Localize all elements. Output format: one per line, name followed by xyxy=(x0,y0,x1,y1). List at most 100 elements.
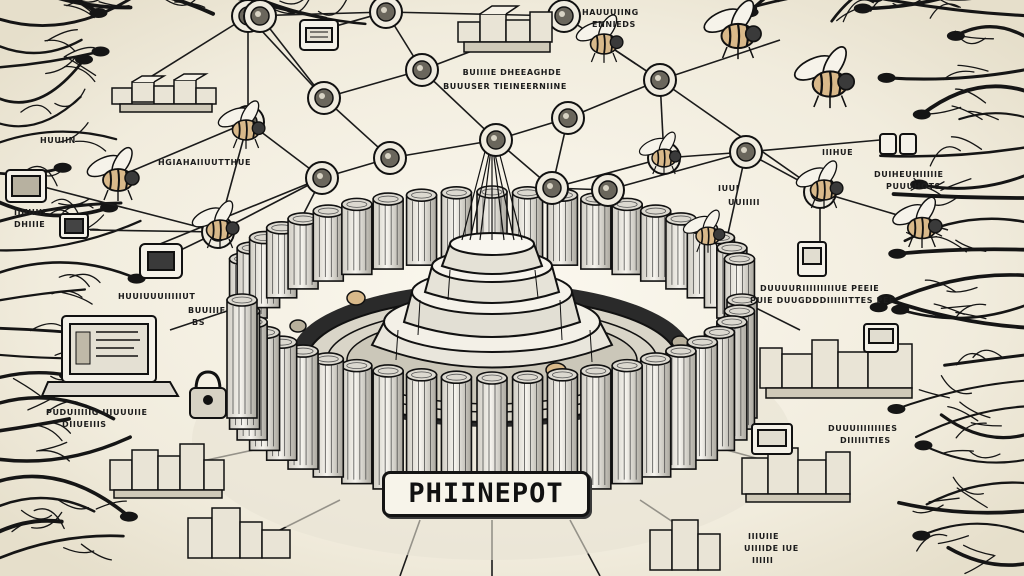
tendril-icon xyxy=(0,38,83,55)
label-right-middle-2: PUIE DUUGDDDIIIIIITTES PEE xyxy=(750,296,896,305)
tendril-icon xyxy=(58,0,133,10)
bee-icon xyxy=(86,146,140,201)
tendril-icon xyxy=(0,417,71,433)
label-right-upper-b-1: DUIHEUHIIIIIE xyxy=(874,170,944,179)
tendril-icon xyxy=(939,413,1024,440)
network-node-icon xyxy=(551,101,585,135)
tendril-icon xyxy=(922,444,1024,464)
network-node-icon xyxy=(307,81,341,115)
tendril-icon xyxy=(0,219,142,252)
label-left-bottom-2: DIIUEIIIS xyxy=(62,420,107,429)
label-right-lower-1: DUUUIIIIIIIIES xyxy=(828,424,898,433)
tendril-icon xyxy=(897,500,1024,515)
tendril-icon xyxy=(0,534,125,560)
label-left-monitor: HUUIUUUIIIIIUT xyxy=(118,292,196,301)
fence-post xyxy=(405,188,438,266)
tendril-icon xyxy=(958,112,1024,121)
fence-post xyxy=(312,204,345,282)
network-node-icon xyxy=(643,63,677,97)
network-node-icon xyxy=(547,0,581,33)
tendril-icon xyxy=(746,0,789,10)
tendril-icon xyxy=(895,379,1024,410)
tendril-icon xyxy=(0,200,111,218)
bees xyxy=(86,0,943,253)
bee-icon xyxy=(795,160,844,209)
tendril-icon xyxy=(884,297,1024,330)
tendril-icon xyxy=(891,192,1024,200)
label-center-right-2: UUIIIII xyxy=(728,198,761,207)
tendril-icon xyxy=(919,84,1024,117)
label-top-center-2: BUUUSER TIEINEERNIINE xyxy=(443,82,567,91)
label-top-right-2: ENNIEDS xyxy=(592,20,636,29)
tendril-icon xyxy=(0,474,131,519)
label-bottom-right-2: UIIIIDE IUE xyxy=(744,544,799,553)
tendril-icon xyxy=(895,247,1024,256)
label-laptop-side-2: BS xyxy=(192,318,206,327)
fountain-icon xyxy=(370,139,614,369)
tendril-icon xyxy=(170,0,216,16)
fence-post xyxy=(580,364,612,490)
fence-post xyxy=(611,197,643,276)
tendril-icon xyxy=(0,58,86,104)
network-node-icon xyxy=(535,171,569,205)
label-top-center-1: BUIIIIE DHEEAGHDE xyxy=(462,68,562,77)
tendril-icon xyxy=(914,405,1024,439)
data-cubes-icon xyxy=(109,5,913,571)
tendril-icon xyxy=(954,25,1024,38)
tendril-icon xyxy=(946,545,1024,567)
bee-icon xyxy=(793,46,856,109)
tendril-icon xyxy=(943,353,1024,367)
label-right-upper-b-2: PUUUHOTS xyxy=(886,182,941,191)
network-node-icon xyxy=(373,141,407,175)
tendril-icon xyxy=(925,481,1024,506)
tendril-icon xyxy=(0,0,132,28)
tendril-icon xyxy=(0,288,87,302)
label-center-right-1: IUUI xyxy=(718,184,740,193)
bee-icon xyxy=(191,200,240,249)
tendril-icon xyxy=(860,0,943,11)
label-left-bottom-1: PUDUIIIIIG UIUUUIIE xyxy=(46,408,148,417)
network-node-icon xyxy=(729,135,763,169)
fence-post xyxy=(341,358,373,485)
bee-icon xyxy=(217,100,266,149)
tendril-icon xyxy=(830,0,854,23)
fence-post xyxy=(226,293,258,419)
network-node-icon xyxy=(305,161,339,195)
tendril-icon xyxy=(0,261,138,280)
network-node-icon xyxy=(369,0,403,29)
tendril-icon xyxy=(876,273,1024,310)
fence-post xyxy=(611,358,643,485)
tendril-icon xyxy=(898,304,1024,320)
label-right-upper-a: IIIHUE xyxy=(822,148,854,157)
fence-post xyxy=(639,352,672,478)
tendril-icon xyxy=(0,50,102,69)
fence-post xyxy=(372,192,404,270)
label-right-middle-1: DUUUURIIIIIIIIIUE PEEIE xyxy=(760,284,880,293)
tendril-icon xyxy=(0,435,132,463)
network-node-icon xyxy=(479,123,513,157)
padlock-icon xyxy=(189,370,227,419)
label-right-lower-2: DIIIIIITIES xyxy=(840,436,891,445)
tendril-icon xyxy=(885,68,1024,81)
fence-posts-back xyxy=(228,185,756,330)
bee-icon xyxy=(575,14,624,63)
tendril-icon xyxy=(0,496,96,513)
label-top-right-1: HAUUUIING xyxy=(582,8,639,17)
tendril-icon xyxy=(0,130,118,144)
label-bottom-right-3: IIIIII xyxy=(752,556,774,565)
network-node-icon xyxy=(405,53,439,87)
network-node-icon xyxy=(243,0,277,33)
monitor-icon xyxy=(5,19,917,455)
label-left-box-1: IIIIIIIII xyxy=(14,208,47,217)
label-left-box-2: DHIIIE xyxy=(14,220,46,229)
tendril-icon xyxy=(747,0,766,14)
label-laptop-side-1: BUUIIIE xyxy=(188,306,226,315)
fence-post xyxy=(372,364,404,490)
bee-icon xyxy=(682,209,726,253)
laptop-icon xyxy=(40,315,180,397)
network-node-icon xyxy=(591,173,625,207)
bee-icon xyxy=(703,0,762,60)
bee-icon xyxy=(892,196,943,248)
fence-post xyxy=(341,197,373,276)
fence-post xyxy=(546,188,579,266)
